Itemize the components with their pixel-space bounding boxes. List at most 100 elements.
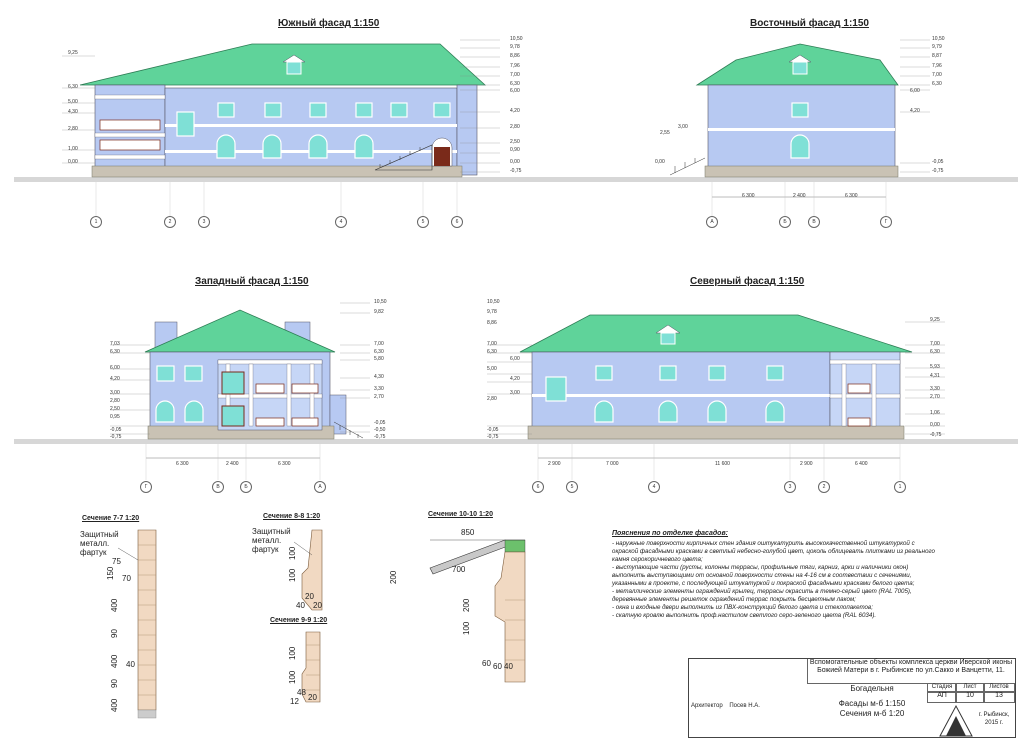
level-mark: 6,30: [68, 84, 78, 90]
level-mark: 3,30: [930, 386, 940, 392]
dimension: 100: [462, 621, 471, 635]
dimension: 7 000: [606, 461, 619, 467]
level-mark: 9,79: [932, 44, 942, 50]
level-mark: 2,80: [110, 398, 120, 404]
level-mark: 6,30: [487, 349, 497, 355]
dimension: 90: [110, 629, 119, 638]
level-mark: 1,00: [68, 146, 78, 152]
dimension: 200: [462, 598, 471, 612]
dimension: 40: [296, 601, 305, 610]
level-mark: -0,05: [487, 427, 499, 433]
axis-marker: Г: [880, 216, 892, 228]
level-mark: 3,00: [510, 390, 520, 396]
dimension: 75: [112, 557, 121, 566]
dimension: 20: [313, 601, 322, 610]
ground-line-top: [14, 177, 1018, 182]
section-7-7: [117, 529, 157, 719]
section-10-10-title: Сечение 10-10 1:20: [428, 511, 493, 518]
axis-marker: 6: [532, 481, 544, 493]
dimension: 150: [106, 566, 115, 580]
level-mark: 6,30: [374, 349, 384, 355]
level-mark: 7,96: [932, 63, 942, 69]
level-mark: 6,30: [930, 349, 940, 355]
level-mark: 9,25: [930, 317, 940, 323]
axis-marker: 4: [335, 216, 347, 228]
level-mark: 4,20: [910, 108, 920, 114]
notes-title: Пояснения по отделке фасадов:: [612, 530, 729, 537]
level-mark: 2,70: [930, 394, 940, 400]
level-mark: 9,78: [487, 309, 497, 315]
facade-notes: Пояснения по отделке фасадов: - наружные…: [612, 530, 1004, 620]
level-mark: 4,20: [110, 376, 120, 382]
level-mark: -0,75: [110, 434, 122, 440]
level-mark: -0,75: [374, 434, 386, 440]
note-line: - металлические элементы ограждений крыл…: [612, 588, 912, 595]
level-mark: -0,75: [487, 434, 499, 440]
dimension: 40: [504, 662, 513, 671]
axis-marker: Б: [779, 216, 791, 228]
level-mark: 10,50: [374, 299, 387, 305]
dimension: 100: [288, 546, 297, 560]
sheets-header: Листов: [983, 683, 1015, 693]
dimension: 200: [389, 570, 398, 584]
level-mark: 2,80: [487, 396, 497, 402]
axis-marker: 1: [894, 481, 906, 493]
level-mark: 4,31: [930, 373, 940, 379]
sheet-title-2: Сечения м-б 1:20: [839, 709, 905, 718]
section-8-8-title: Сечение 8-8 1:20: [263, 513, 321, 520]
level-mark: 4,20: [510, 376, 520, 382]
city-year: г. Рыбинск, 2015 г.: [978, 712, 1010, 726]
level-mark: 0,00: [510, 159, 520, 165]
level-mark: 2,80: [68, 126, 78, 132]
dimension: 2 900: [800, 461, 813, 467]
sheet-value: 10: [955, 691, 985, 703]
company-logo-icon: [939, 704, 973, 737]
axis-marker: А: [706, 216, 718, 228]
note-line: выполнить выступающими от основной повер…: [612, 572, 912, 579]
dimension: 100: [288, 646, 297, 660]
section-9-9: [301, 631, 321, 703]
axis-marker: А: [314, 481, 326, 493]
level-mark: 10,50: [487, 299, 500, 305]
dimension: 70: [122, 574, 131, 583]
dimension: 20: [308, 693, 317, 702]
note-line: камня серокоричневого цвета;: [612, 556, 703, 563]
dimension: 6 300: [176, 461, 189, 467]
level-mark: 5,93: [930, 364, 940, 370]
level-mark: 3,00: [110, 390, 120, 396]
level-mark: -0,75: [930, 432, 942, 438]
level-mark: -0,75: [510, 168, 522, 174]
west-facade: [110, 302, 370, 480]
level-mark: 9,78: [510, 44, 520, 50]
level-mark: 5,00: [487, 366, 497, 372]
sheet-title-1: Фасады м-б 1:150: [838, 699, 906, 708]
south-facade-title: Южный фасад 1:150: [278, 18, 380, 29]
dimension: 6 300: [278, 461, 291, 467]
level-mark: 2,55: [660, 130, 670, 136]
level-mark: 7,96: [510, 63, 520, 69]
level-mark: 0,00: [655, 159, 665, 165]
dimension: 100: [288, 568, 297, 582]
dimension: 90: [110, 679, 119, 688]
axis-marker: 2: [164, 216, 176, 228]
section-7-7-label: Защитный металл. фартук: [80, 530, 119, 557]
level-mark: 8,87: [932, 53, 942, 59]
level-mark: 2,50: [510, 139, 520, 145]
axis-marker: 6: [451, 216, 463, 228]
level-mark: 3,30: [374, 386, 384, 392]
axis-marker: 4: [648, 481, 660, 493]
axis-marker: В: [808, 216, 820, 228]
level-mark: 2,80: [510, 124, 520, 130]
dimension: 400: [110, 598, 119, 612]
ground-line-bottom: [14, 439, 1018, 444]
dimension: 6 300: [742, 193, 755, 199]
level-mark: 9,25: [68, 50, 78, 56]
axis-marker: 3: [784, 481, 796, 493]
east-facade-title: Восточный фасад 1:150: [750, 18, 869, 29]
dimension: 12: [290, 697, 299, 706]
dimension: 400: [110, 654, 119, 668]
section-9-9-title: Сечение 9-9 1:20: [270, 617, 328, 624]
note-line: деревянные элементы решеток ограждений т…: [612, 596, 856, 603]
level-mark: 0,95: [110, 414, 120, 420]
